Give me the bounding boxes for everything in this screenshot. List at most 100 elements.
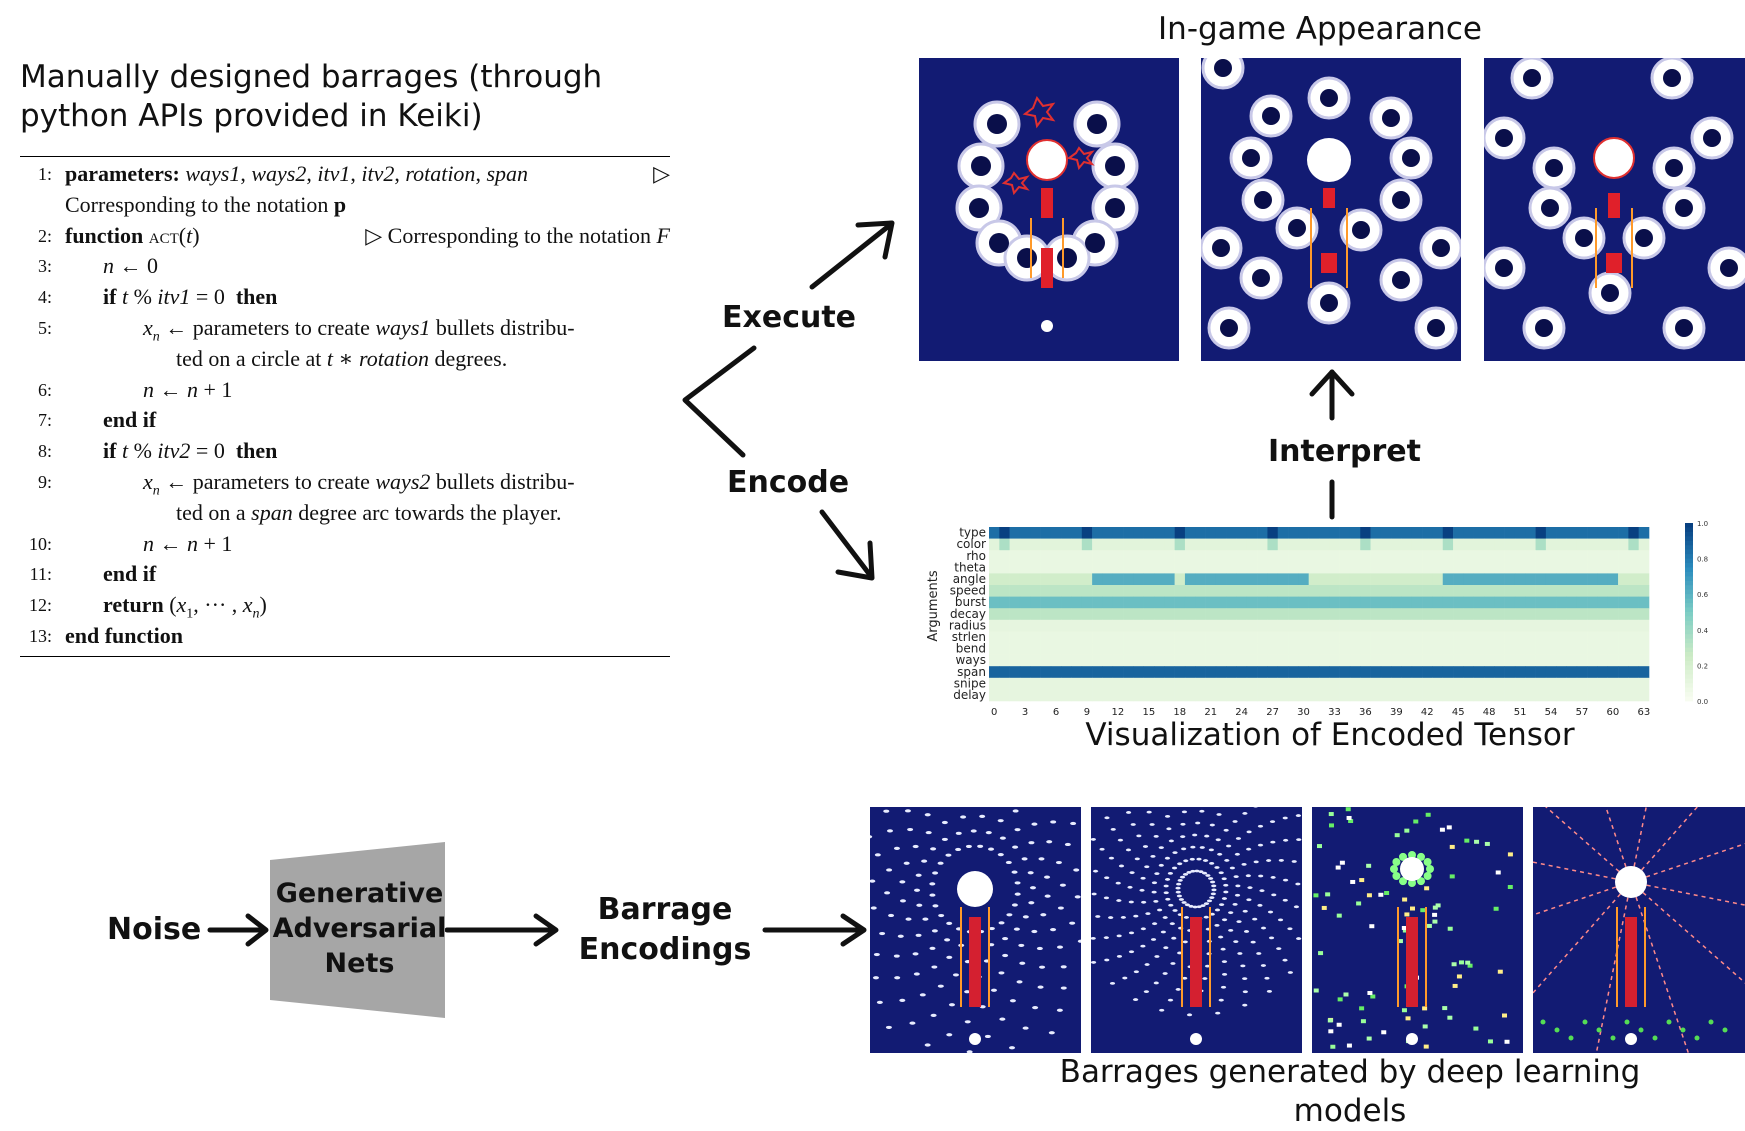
heatmap-cell [1133, 538, 1144, 551]
algo-line-5b: ted on a circle at t ∗ rotation degrees. [20, 344, 670, 375]
heatmap-cell [1030, 596, 1041, 609]
row-label-speed: speed [950, 584, 986, 598]
heatmap-cell [1566, 527, 1578, 539]
heatmap-cell [1339, 666, 1351, 679]
line-number: 5: [37, 317, 52, 338]
heatmap-cell [1618, 689, 1629, 702]
bullet [1157, 908, 1163, 912]
heatmap-cell [1092, 585, 1103, 597]
bullet [913, 972, 920, 976]
heatmap-cell [1102, 538, 1114, 551]
heatmap-cell [1143, 666, 1155, 679]
heatmap-cell [1184, 527, 1196, 539]
bullet [1221, 960, 1228, 964]
gan-arrow-head [533, 913, 559, 947]
heatmap-cell [1019, 573, 1031, 586]
heatmap-cell [1587, 550, 1598, 563]
bullet [1270, 876, 1276, 879]
heatmap-cell [1411, 550, 1423, 563]
heatmap-cell [1061, 538, 1072, 551]
heatmap-cell [1164, 677, 1175, 690]
bullet [1037, 985, 1044, 989]
colorbar-segment [1685, 594, 1693, 600]
heatmap-cell [1102, 585, 1114, 597]
heatmap-cell [1556, 619, 1567, 632]
line-number: 6: [37, 379, 52, 400]
heatmap-cell [1246, 573, 1258, 586]
heatmap-cell [1401, 608, 1413, 621]
heatmap-cell [1370, 573, 1382, 586]
heatmap-cell [1184, 631, 1196, 644]
heatmap-cell [1092, 550, 1103, 563]
bullet [1204, 964, 1211, 968]
heatmap-cell [1040, 619, 1052, 632]
bullet [1242, 812, 1248, 815]
heatmap-cell [1514, 643, 1526, 655]
heatmap-cell [1401, 596, 1413, 609]
bullet [1401, 925, 1407, 930]
heatmap-cell [1618, 527, 1629, 539]
heatmap-cell [1277, 608, 1289, 621]
colorbar-segment [1685, 638, 1693, 644]
colorbar-segment [1685, 612, 1693, 617]
heatmap-cell [1473, 643, 1485, 655]
colorbar-segment [1685, 620, 1693, 626]
heatmap-cell [1277, 666, 1289, 679]
boss-core [1615, 866, 1647, 898]
bullet [1184, 903, 1190, 907]
heatmap-cell [1030, 677, 1041, 690]
bullet [1413, 819, 1419, 824]
heatmap-cell [1112, 585, 1124, 597]
heatmap-cell [1257, 550, 1268, 563]
algo-text: return (x1, ··· , xn) [103, 592, 267, 622]
laser-line [1415, 837, 1632, 883]
heatmap-cell [1195, 677, 1206, 690]
colorbar-segment [1685, 643, 1693, 648]
heatmap-cell [1154, 561, 1165, 574]
heatmap-cell [1040, 643, 1052, 655]
heatmap-cell [1092, 596, 1103, 609]
colorbar-segment [1685, 660, 1693, 666]
heatmap-cell [1422, 643, 1433, 655]
heatmap-cell [1576, 608, 1588, 621]
heatmap-cell [1545, 538, 1557, 551]
bullet [1328, 812, 1334, 817]
ring-bullet [1408, 879, 1416, 887]
bullet [1330, 1044, 1336, 1049]
heatmap-cell [1277, 527, 1289, 539]
heatmap-cell [1154, 596, 1165, 609]
heatmap-cell [1494, 654, 1505, 667]
heatmap-cell [1133, 677, 1144, 690]
heatmap-cell [1019, 619, 1031, 632]
colorbar-segment [1685, 656, 1693, 662]
heatmap-cell [1587, 677, 1598, 690]
heatmap-cell [1164, 573, 1175, 586]
bullet [965, 844, 972, 849]
heatmap-cell [1370, 608, 1382, 621]
heatmap-cell [1463, 608, 1474, 621]
bullet [1116, 934, 1122, 938]
heatmap-cell [1267, 666, 1279, 679]
heatmap-cell [1050, 689, 1062, 702]
x-tick-label: 24 [1235, 707, 1248, 718]
heatmap-cell [1257, 561, 1268, 574]
heatmap-cell [1061, 666, 1072, 679]
heatmap-cell [1556, 596, 1567, 609]
heatmap-cell [1556, 608, 1567, 621]
bullet [984, 1034, 991, 1039]
heatmap-cell [1277, 631, 1289, 644]
heatmap-cell [1566, 677, 1578, 690]
heatmap-cell [1442, 585, 1454, 597]
heatmap-cell [1587, 538, 1598, 551]
heatmap-cell [1319, 619, 1330, 632]
heatmap-cell [1236, 666, 1248, 679]
bullet [1128, 950, 1135, 954]
ship-trail [1406, 917, 1418, 1007]
boss-core [1400, 857, 1424, 881]
heatmap-cell [1391, 596, 1402, 609]
bullet [1209, 880, 1216, 884]
heatmap-cell [1401, 619, 1413, 632]
heatmap-cell [1370, 677, 1382, 690]
bullet [1256, 952, 1262, 955]
bullet [1449, 844, 1455, 849]
